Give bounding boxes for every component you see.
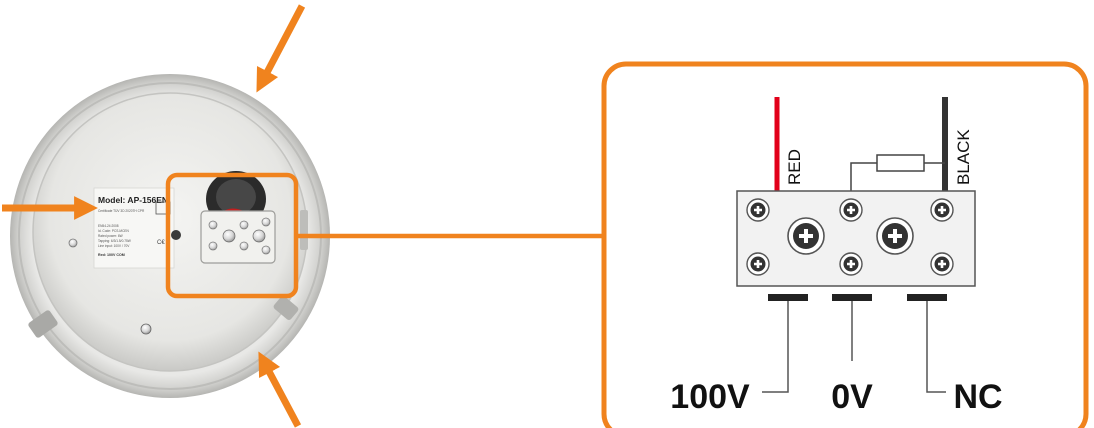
label-line: Rated power: 6W	[98, 234, 123, 238]
label-line: Id. Code: PCS-MCEN	[98, 229, 130, 233]
black-wire-label: BLACK	[954, 129, 973, 185]
pointer-arrows	[2, 4, 306, 428]
terminal-bar-nc	[907, 294, 947, 301]
label-line: Tapping: 6/3/1.5/0.75W	[98, 239, 131, 243]
label-model: Model: AP-156EN	[98, 195, 168, 205]
cable-grommet-inner	[216, 179, 256, 215]
terminal-label-100v: 100V	[670, 378, 750, 416]
small-screw	[930, 198, 954, 222]
product-label: Model: AP-156EN Certificate TÜV 3D 2020T…	[93, 187, 175, 269]
wiring-detail-panel: RED BLACK	[601, 61, 1089, 428]
terminal-block-photo	[200, 210, 276, 264]
large-screw	[876, 217, 914, 255]
transformer-screw	[171, 230, 181, 240]
cover-screw	[68, 238, 78, 248]
connector-area	[200, 171, 276, 264]
label-background	[93, 187, 175, 269]
leader-nc	[926, 301, 946, 393]
label-line: Certificate TÜV 3D 2020TH CPR	[98, 209, 145, 213]
terminal-label-nc: NC	[953, 378, 1002, 416]
arrow-bottom	[258, 351, 302, 428]
small-screw	[839, 198, 863, 222]
small-screw	[930, 252, 954, 276]
speaker-photo: Model: AP-156EN Certificate TÜV 3D 2020T…	[10, 74, 330, 398]
resistor-symbol	[850, 154, 945, 191]
leader-100v	[762, 301, 789, 393]
red-wire-label: RED	[785, 149, 804, 185]
large-screw	[787, 217, 825, 255]
terminal-bar-0v	[832, 294, 872, 301]
mounting-clip	[273, 296, 299, 320]
label-line: Line input: 100V / 70V	[98, 244, 130, 248]
label-line: Red: 100V COM	[98, 253, 125, 257]
mounting-clip	[28, 310, 58, 338]
mounting-clip	[300, 210, 308, 250]
terminal-label-0v: 0V	[831, 378, 873, 416]
label-line: EN54-24:2008	[98, 224, 119, 228]
ce-mark: C€	[157, 240, 165, 246]
terminal-bar-100v	[768, 294, 808, 301]
small-screw	[746, 198, 770, 222]
cover-screw	[140, 323, 152, 335]
small-screw	[746, 252, 770, 276]
small-screw	[839, 252, 863, 276]
arrow-top	[256, 4, 306, 93]
terminal-screws-photo	[208, 217, 271, 255]
